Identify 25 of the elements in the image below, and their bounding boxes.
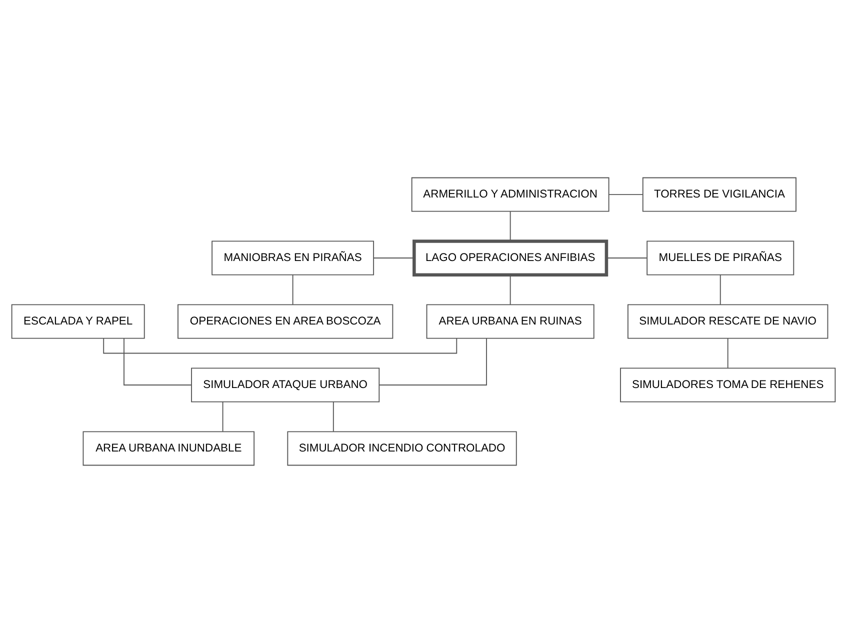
connector (124, 338, 192, 385)
node-box: TORRES DE VIGILANCIA (642, 176, 796, 212)
node-box: SIMULADOR INCENDIO CONTROLADO (287, 430, 517, 466)
node-box: AREA URBANA EN RUINAS (426, 304, 594, 338)
connector (720, 274, 721, 304)
node-box: SIMULADOR RESCATE DE NAVIO (627, 304, 828, 338)
connector (510, 274, 511, 304)
connector (606, 257, 648, 258)
connector (373, 257, 414, 258)
node-box: MUELLES DE PIRAÑAS (646, 240, 794, 275)
connector (378, 338, 487, 385)
connector (510, 210, 511, 241)
node-box: ARMERILLO Y ADMINISTRACION (411, 176, 610, 212)
node-box: AREA URBANA INUNDABLE (82, 430, 255, 466)
connector (727, 338, 728, 368)
node-box: LAGO OPERACIONES ANFIBIAS (412, 239, 608, 276)
connector (292, 274, 294, 304)
connector (222, 401, 224, 432)
node-box: OPERACIONES EN AREA BOSCOZA (178, 304, 394, 338)
connector (103, 338, 458, 354)
node-box: SIMULADORES TOMA DE REHENES (620, 367, 836, 402)
node-box: SIMULADOR ATAQUE URBANO (191, 367, 380, 402)
node-box: MANIOBRAS EN PIRAÑAS (212, 240, 374, 275)
connector (332, 401, 334, 432)
node-box: ESCALADA Y RAPEL (11, 304, 145, 338)
